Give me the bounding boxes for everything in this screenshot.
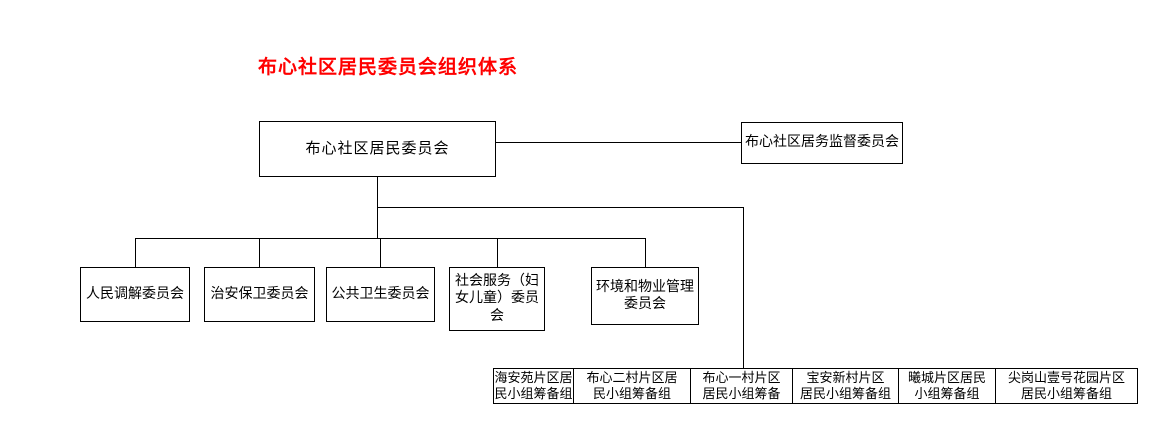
page-title: 布心社区居民委员会组织体系 <box>258 57 519 78</box>
prep-cell-haianyuan: 海安苑片区居 民小组筹备组 <box>493 368 574 404</box>
connector-drop-committee-1 <box>135 238 136 267</box>
org-box-mediation-label: 人民调解委员会 <box>86 286 184 302</box>
connector-drop-committee-5 <box>645 238 646 267</box>
org-box-public-health-committee: 公共卫生委员会 <box>326 267 435 322</box>
prep-cell-xicheng: 曦城片区居民 小组筹备组 <box>898 368 996 404</box>
org-box-social-service-committee: 社会服务（妇 女儿童）委员 会 <box>449 267 545 331</box>
org-box-public-health-label: 公共卫生委员会 <box>331 286 430 302</box>
org-box-supervision-committee: 布心社区居务监督委员会 <box>741 122 903 164</box>
prep-cell-buxin-ercun-label: 布心二村片区居 民小组筹备组 <box>586 370 678 401</box>
org-box-root-label: 布心社区居民委员会 <box>305 140 450 157</box>
connector-right-drop-to-prep-row <box>743 207 744 368</box>
org-box-root-committee: 布心社区居民委员会 <box>259 121 496 177</box>
connector-root-to-supervision <box>496 142 741 143</box>
prep-cell-jiangangshan-label: 尖岗山壹号花园片区 居民小组筹备组 <box>1007 370 1125 401</box>
org-box-supervision-label: 布心社区居务监督委员会 <box>745 135 899 151</box>
prep-cell-jiangangshan: 尖岗山壹号花园片区 居民小组筹备组 <box>995 368 1138 404</box>
connector-drop-committee-4 <box>497 238 498 267</box>
org-box-security-label: 治安保卫委员会 <box>210 286 309 302</box>
prep-cell-haianyuan-label: 海安苑片区居 民小组筹备组 <box>494 370 573 401</box>
connector-drop-committee-2 <box>259 238 260 267</box>
prep-cell-baoan-xincun: 宝安新村片区 居民小组筹备组 <box>792 368 899 404</box>
prep-group-row: 海安苑片区居 民小组筹备组 布心二村片区居 民小组筹备组 布心一村片区 居民小组… <box>493 368 1138 404</box>
org-box-environment-property-committee: 环境和物业管理 委员会 <box>591 267 699 325</box>
prep-cell-xicheng-label: 曦城片区居民 小组筹备组 <box>907 370 986 401</box>
prep-cell-buxin-yicun-label: 布心一村片区 居民小组筹备 <box>702 370 781 401</box>
org-box-mediation-committee: 人民调解委员会 <box>80 267 190 322</box>
prep-cell-baoan-xincun-label: 宝安新村片区 居民小组筹备组 <box>799 370 891 401</box>
connector-upper-horizontal <box>377 207 744 208</box>
connector-distribution-horizontal <box>135 238 646 239</box>
prep-cell-buxin-ercun: 布心二村片区居 民小组筹备组 <box>573 368 691 404</box>
connector-drop-committee-3 <box>380 238 381 267</box>
org-box-social-service-label: 社会服务（妇 女儿童）委员 会 <box>455 273 539 324</box>
org-box-environment-property-label: 环境和物业管理 委员会 <box>596 279 694 313</box>
org-box-security-committee: 治安保卫委员会 <box>204 267 315 322</box>
prep-cell-buxin-yicun: 布心一村片区 居民小组筹备 <box>690 368 793 404</box>
